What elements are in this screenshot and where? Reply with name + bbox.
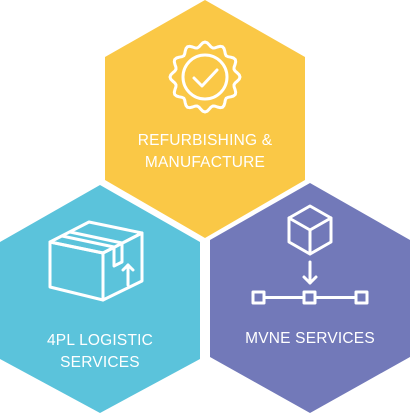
hexagon-left-label-line1: 4PL LOGISTIC [46,332,154,349]
hexagon-right-label: MVNE SERVICES [212,328,408,350]
hexagon-left-label: 4PL LOGISTIC SERVICES [2,330,198,374]
hexagon-top-label: REFURBISHING & MANUFACTURE [105,130,305,174]
hexagon-top [105,0,305,238]
badge-check-icon [168,40,242,114]
hexagon-right [210,183,410,413]
hexagon-top-label-line2: MANUFACTURE [144,154,266,171]
hexagon-right-label-line1: MVNE SERVICES [245,330,375,347]
cube-network-icon [251,204,369,305]
hexagon-left-label-line2: SERVICES [60,354,140,371]
hexagon-top-label-line1: REFURBISHING & [137,132,273,149]
package-box-icon [48,220,144,302]
